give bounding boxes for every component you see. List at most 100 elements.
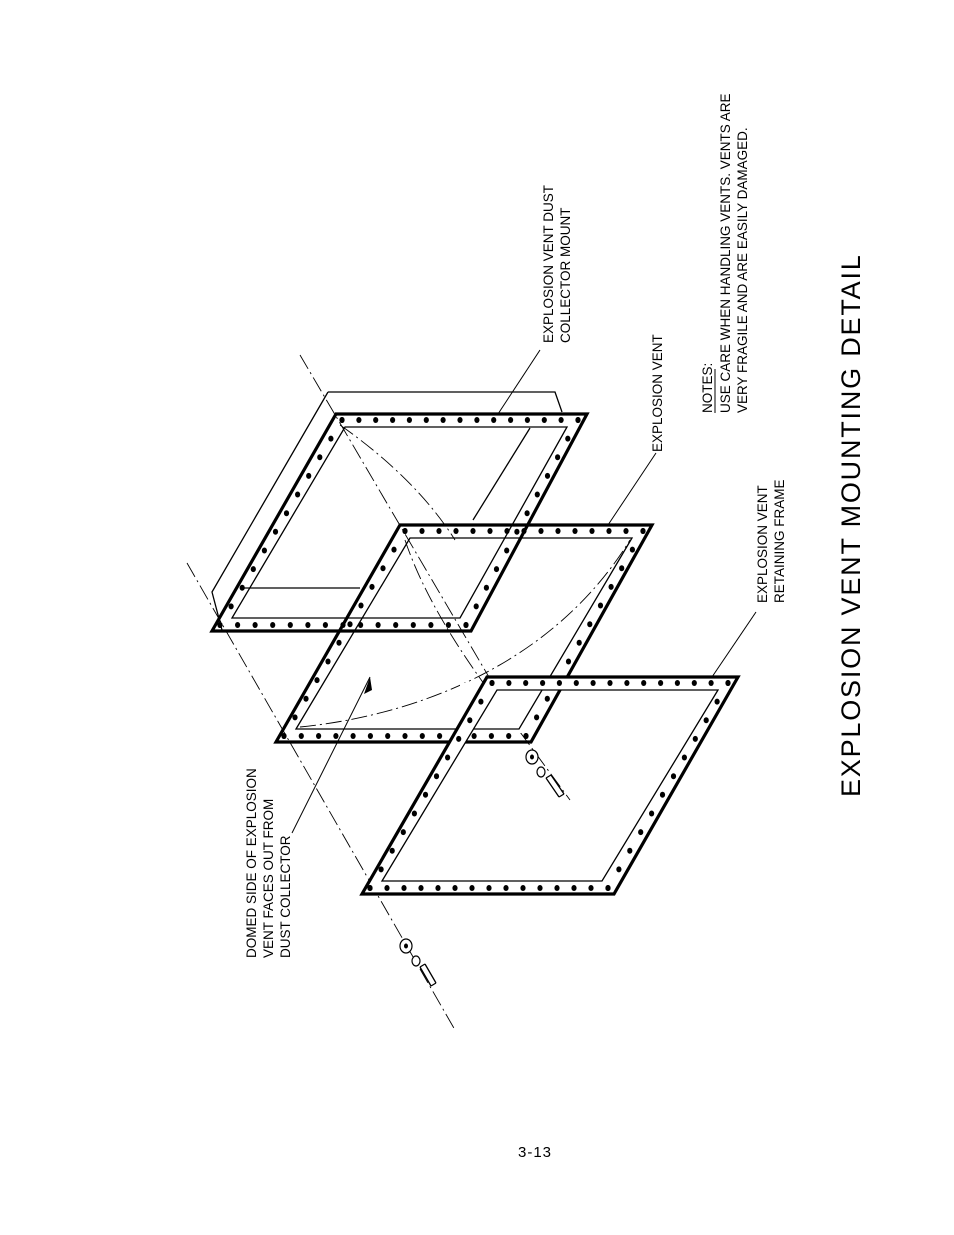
retaining-frame (359, 675, 741, 896)
bolt-hole (573, 680, 579, 686)
bolt-hole (380, 565, 386, 572)
label-domed-side-1: DOMED SIDE OF EXPLOSION (244, 768, 259, 958)
bolt-hole (402, 528, 408, 534)
mount-box-top (328, 391, 563, 413)
bolt-hole (384, 885, 390, 891)
bolt-hole (471, 733, 477, 739)
bolt-hole (504, 528, 510, 534)
page-number: 3-13 (518, 1144, 552, 1161)
retaining-frame-outer (359, 675, 741, 896)
mount-box-side (211, 391, 329, 631)
bolt-hole (306, 472, 312, 479)
bolt-hole (588, 885, 594, 891)
bolt-hole (272, 528, 279, 535)
bolt-hole (487, 528, 493, 534)
mount-bolt-holes (217, 417, 581, 628)
bolt-hole (217, 622, 223, 628)
bolt-hole (423, 417, 429, 423)
drawing-title: EXPLOSION VENT MOUNTING DETAIL (836, 253, 866, 797)
bolt-hole (587, 621, 593, 628)
bolt-hole (544, 472, 551, 479)
mount-frame-inner (230, 426, 569, 619)
bolt-hole (239, 584, 245, 591)
bolt-hole (305, 622, 311, 628)
bolt-hole (367, 885, 373, 891)
bolt-hole (555, 528, 561, 534)
bolt-hole (565, 435, 571, 442)
bolt-hole (478, 698, 484, 705)
bolt-hole (572, 528, 578, 534)
bolt-hole (576, 639, 582, 646)
bolt-hole (608, 583, 614, 590)
bolt-hole (658, 680, 664, 686)
upper-centerline (299, 354, 521, 731)
bolt-hole (638, 829, 644, 836)
bolt-hole (402, 733, 408, 739)
bolt-hole (350, 733, 356, 739)
bolt-hole (463, 622, 469, 628)
bolt-hole (692, 735, 698, 742)
bolt-hole (314, 677, 320, 684)
bolt-hole (537, 885, 543, 891)
bolt-hole (367, 733, 373, 739)
leader-lines (291, 349, 757, 834)
bolt-hole (534, 714, 540, 721)
bolt-hole (325, 658, 331, 665)
bolt-hole (524, 510, 530, 517)
notes-block: NOTES: USE CARE WHEN HANDLING VENTS. VEN… (700, 93, 750, 413)
notes-line-1: USE CARE WHEN HANDLING VENTS. VENTS ARE (718, 93, 733, 413)
label-collector-mount-2: COLLECTOR MOUNT (558, 207, 573, 343)
bolt-hole (590, 680, 596, 686)
bolt-hole (281, 733, 287, 739)
bolt-hole (295, 491, 301, 498)
bolt-hole (691, 680, 697, 686)
bolt-icon (545, 774, 565, 798)
bolt-hole (393, 622, 399, 628)
bolt-hole (534, 491, 540, 498)
bolt-hole (623, 528, 629, 534)
label-explosion-vent: EXPLOSION VENT (650, 334, 665, 452)
bolt-hole (328, 435, 334, 442)
dome-profile-line (299, 539, 631, 728)
bolt-hole (538, 528, 544, 534)
hardware-lower (399, 938, 437, 987)
bolt-hole (298, 733, 304, 739)
bolt-hole (433, 773, 440, 780)
bolt-hole (571, 885, 577, 891)
notes-heading: NOTES: (700, 363, 715, 413)
bolt-hole (470, 528, 476, 534)
bolt-hole (456, 735, 462, 742)
bolt-hole (506, 733, 512, 739)
mount-box-inner-diagonal (472, 427, 531, 521)
bolt-hole (339, 417, 345, 423)
bolt-hole (605, 885, 611, 891)
bolt-hole (303, 695, 309, 702)
retaining-frame-bolt-holes (367, 680, 731, 891)
bolt-hole (428, 622, 434, 628)
explosion-vent (273, 523, 655, 744)
nut-icon (536, 766, 546, 778)
bolt-hole (524, 417, 531, 423)
bolt-hole (649, 810, 655, 817)
notes-line-2: VERY FRAGILE AND ARE EASILY DAMAGED. (735, 127, 750, 413)
bolt-hole (358, 602, 364, 609)
bolt-hole (488, 733, 494, 739)
bolt-hole (659, 791, 666, 798)
hardware-upper (525, 749, 565, 798)
label-retaining-frame-2: RETAINING FRAME (772, 479, 787, 603)
bolt-hole (725, 680, 731, 686)
bolt-hole (419, 528, 425, 534)
bolt-hole (607, 680, 613, 686)
bolt-icon (419, 963, 437, 987)
bolt-hole (411, 810, 417, 817)
bolt-hole (554, 885, 560, 891)
bolt-hole (541, 417, 547, 423)
bolt-hole (322, 622, 328, 628)
bolt-hole (473, 603, 479, 610)
bolt-hole (670, 773, 677, 780)
bolt-hole (436, 528, 442, 534)
bolt-hole (317, 454, 323, 461)
bolt-hole (521, 528, 527, 534)
bolt-hole (419, 733, 425, 739)
bolt-hole (597, 602, 604, 609)
